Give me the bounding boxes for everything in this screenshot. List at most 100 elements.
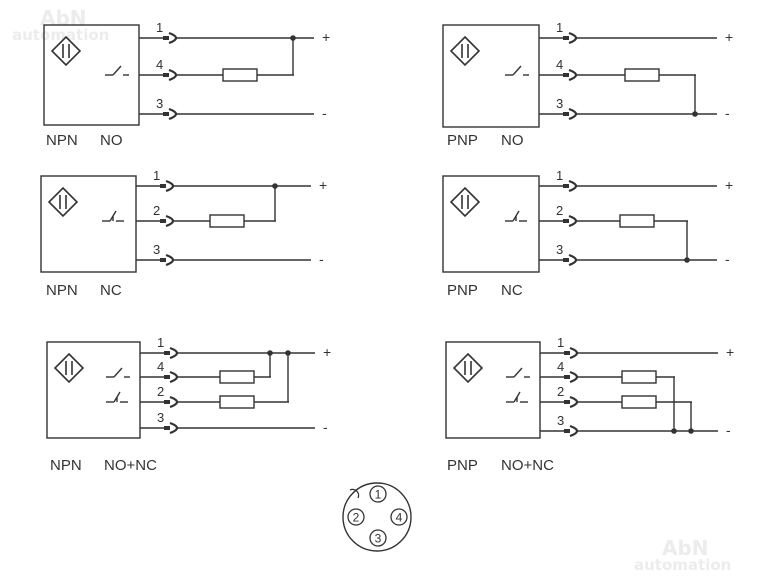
pin-number: 2: [157, 384, 164, 399]
connector-pin: [564, 375, 570, 379]
junction-dot: [671, 428, 677, 434]
load-resistor-icon: [219, 395, 255, 409]
negative-terminal-label: -: [319, 251, 324, 267]
pin-number: 1: [556, 20, 563, 35]
connector-pin: [164, 400, 170, 404]
junction-dot: [692, 111, 698, 117]
connector-icon: [168, 107, 178, 121]
switching-mode-label: NC: [100, 282, 122, 299]
junction-dot: [290, 35, 296, 41]
wire-mask: [696, 73, 720, 77]
pin-number: 1: [157, 335, 164, 350]
wire-mask: [294, 73, 317, 77]
pin-number: 1: [557, 335, 564, 350]
negative-terminal-label: -: [322, 105, 327, 121]
wire-mask: [692, 400, 721, 404]
wire-mask: [688, 219, 720, 223]
load-resistor-icon: [219, 370, 255, 384]
watermark-sub: automation: [634, 556, 732, 574]
switching-mode-label: NO+NC: [501, 457, 554, 474]
load-resistor-icon: [621, 370, 657, 384]
junction-dot: [285, 350, 291, 356]
positive-terminal-label: +: [323, 344, 331, 360]
connector-icon: [569, 346, 579, 360]
connector-icon: [165, 214, 175, 228]
connector-pin: [564, 429, 570, 433]
connector-pin: [163, 36, 169, 40]
sensor-box: [445, 341, 541, 439]
switching-mode-label: NO: [100, 132, 123, 149]
connector-pin: [164, 351, 170, 355]
pin-number: 1: [556, 168, 563, 183]
wire-mask: [289, 400, 318, 404]
negative-terminal-label: -: [725, 105, 730, 121]
connector-icon: [165, 179, 175, 193]
positive-terminal-label: +: [725, 177, 733, 193]
connector-pin: [163, 73, 169, 77]
connector-icon: [169, 395, 179, 409]
sensor-box: [442, 175, 540, 273]
connector-icon: [569, 370, 579, 384]
pin-number: 1: [156, 20, 163, 35]
connector-icon: [169, 346, 179, 360]
connector-icon: [568, 253, 578, 267]
pin-number: 3: [157, 410, 164, 425]
switch-no-icon: [512, 65, 522, 76]
sensor-symbol-icon: [50, 35, 82, 67]
connector-pin-number: 4: [396, 511, 403, 525]
negative-terminal-label: -: [725, 251, 730, 267]
sensor-box: [442, 24, 540, 128]
connector-icon: [168, 68, 178, 82]
connector-pin-4: [390, 508, 408, 526]
connector-pin: [164, 426, 170, 430]
positive-terminal-label: +: [725, 29, 733, 45]
connector-pin-3: [369, 529, 387, 547]
sensor-box: [40, 175, 137, 273]
output-type-label: NPN: [50, 457, 82, 474]
watermark-brand: AbN: [662, 536, 709, 560]
connector-icon: [169, 421, 179, 435]
positive-terminal-label: +: [726, 344, 734, 360]
load-resistor-icon: [619, 214, 655, 228]
connector-pin: [160, 258, 166, 262]
positive-terminal-label: +: [319, 177, 327, 193]
connector-pin: [563, 258, 569, 262]
load-resistor-icon: [621, 395, 657, 409]
connector-icon: [165, 253, 175, 267]
connector-icon: [169, 370, 179, 384]
connector-pin: [563, 112, 569, 116]
switch-no-icon: [113, 367, 123, 378]
connector-face-icon: [342, 482, 412, 552]
sensor-symbol-icon: [53, 352, 85, 384]
connector-icon: [569, 395, 579, 409]
pin-number: 2: [557, 384, 564, 399]
connector-pin: [563, 219, 569, 223]
watermark-brand: AbN: [40, 6, 87, 30]
pin-number: 4: [157, 359, 164, 374]
output-type-label: PNP: [447, 457, 478, 474]
load-resistor-icon: [209, 214, 245, 228]
pin-number: 1: [153, 168, 160, 183]
pin-number: 3: [556, 242, 563, 257]
connector-icon: [168, 31, 178, 45]
load-resistor-icon: [624, 68, 660, 82]
junction-dot: [688, 428, 694, 434]
load-resistor-icon: [222, 68, 258, 82]
connector-pin: [563, 184, 569, 188]
connector-pin: [563, 73, 569, 77]
connector-pin-1: [369, 485, 387, 503]
watermark-sub: automation: [12, 26, 110, 44]
connector-pin: [160, 184, 166, 188]
connector-icon: [568, 31, 578, 45]
junction-dot: [684, 257, 690, 263]
connector-pin: [164, 375, 170, 379]
connector-pin: [160, 219, 166, 223]
wire-mask: [271, 375, 318, 379]
